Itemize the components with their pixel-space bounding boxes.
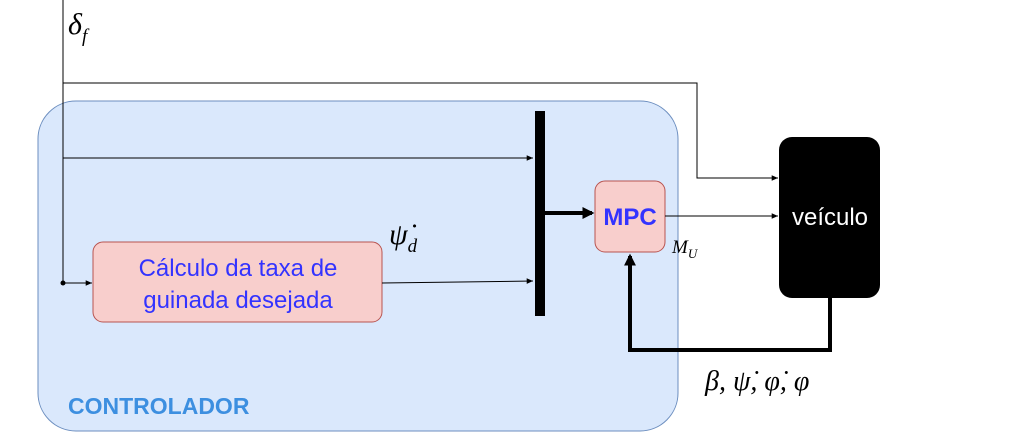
mux-bar <box>535 111 545 316</box>
vehicle-block <box>779 137 880 298</box>
feedback-wire <box>624 253 832 352</box>
mpc-block-label: MPC <box>603 204 656 231</box>
vehicle-block-label: veículo <box>792 204 868 231</box>
yaw-rate-block <box>92 241 383 323</box>
yawrate-to-mux-wire <box>381 278 534 284</box>
mpc-output-label: MU <box>671 237 699 261</box>
yaw-rate-block-line1: Cálculo da taxa de <box>139 255 338 282</box>
input-signal-label: δf <box>68 8 90 47</box>
yaw-rate-block-line2: guinada desejada <box>143 287 333 314</box>
controller-label: CONTROLADOR <box>68 393 250 419</box>
feedback-states-label: β, ψ̇, φ̇, φ <box>704 366 809 397</box>
input-to-vehicle-wire <box>63 82 778 181</box>
